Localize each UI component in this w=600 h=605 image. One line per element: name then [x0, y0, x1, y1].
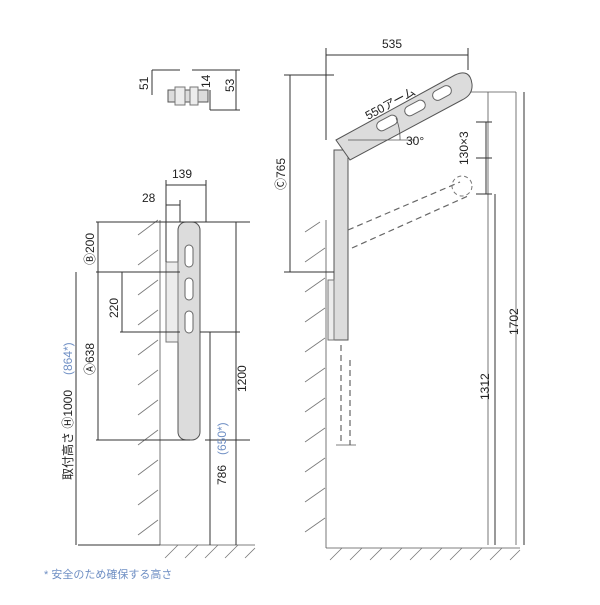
dim-1200: 1200 — [235, 365, 249, 392]
angle-label: 30° — [406, 134, 424, 148]
right-wall — [470, 91, 517, 545]
dim-1702: 1702 — [507, 308, 521, 335]
dim-53: 53 — [223, 78, 237, 92]
dim-28: 28 — [142, 191, 156, 205]
dim-786: 786 — [215, 465, 229, 485]
dim-139: 139 — [172, 167, 192, 181]
left-wall-hatch — [137, 219, 161, 545]
dim-535: 535 — [382, 37, 402, 51]
dim-14: 14 — [199, 74, 213, 88]
arm-raised — [335, 72, 473, 161]
bracket-detail — [151, 69, 240, 111]
dim-a638: Ⓐ638 — [83, 343, 97, 375]
dim-786-alt: (650*) — [215, 422, 229, 455]
wall-bracket — [327, 279, 335, 341]
dim-51: 51 — [137, 76, 151, 90]
dim-b200: Ⓑ200 — [83, 233, 97, 265]
front-post — [165, 221, 201, 441]
vertical-post — [333, 149, 349, 341]
floor-hatch — [326, 547, 521, 561]
dim-1312: 1312 — [478, 373, 492, 400]
dim-c765: Ⓒ765 — [274, 158, 288, 190]
dim-h1000-alt: (864*) — [61, 342, 75, 375]
dim-220: 220 — [107, 298, 121, 318]
dim-130x3: 130×3 — [457, 131, 471, 165]
arm-lowered-dashed — [347, 175, 473, 249]
right-view-wall-hatch — [304, 220, 327, 548]
left-floor-hatch — [160, 544, 256, 559]
safety-note: * 安全のため確保する高さ — [44, 569, 173, 581]
dim-h1000: 取付高さ Ⓗ1000 — [60, 390, 75, 480]
